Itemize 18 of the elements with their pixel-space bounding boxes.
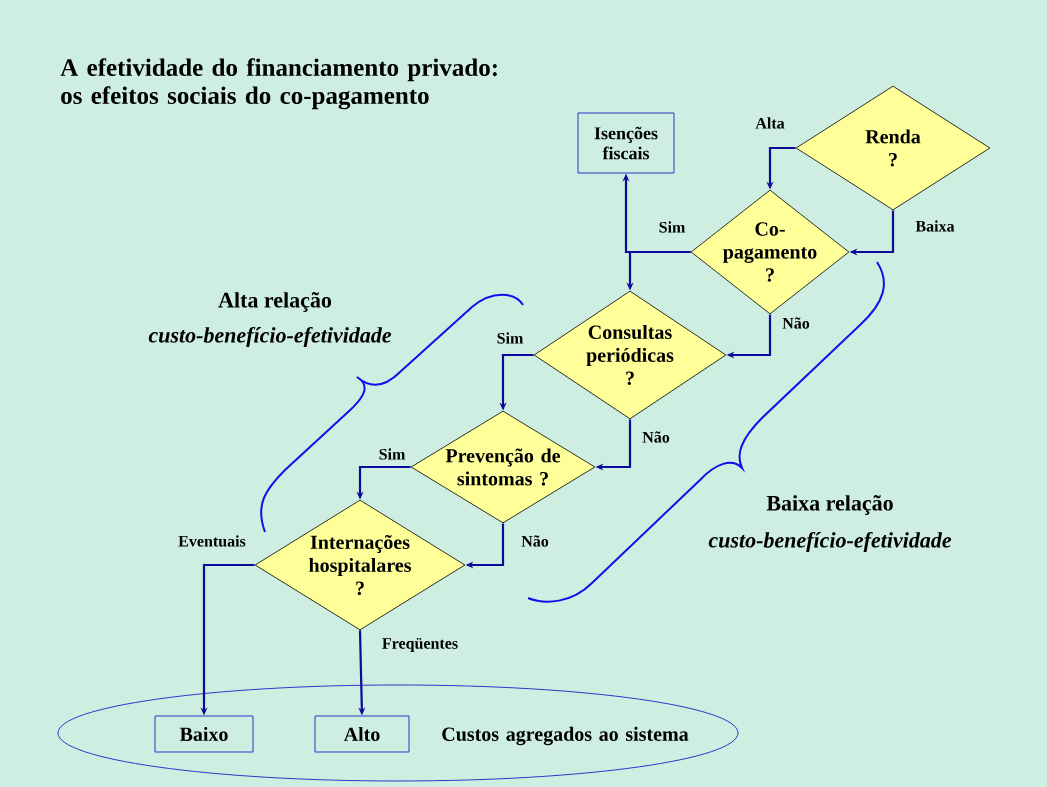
edge-label: Sim xyxy=(379,448,406,460)
result-box: Baixo xyxy=(154,715,254,753)
edge-label: Não xyxy=(521,535,549,547)
edge-label: Alta xyxy=(755,117,785,129)
heading-label: Alta relação xyxy=(218,292,332,312)
edge-label: Eventuais xyxy=(178,535,246,547)
edge-label: Sim xyxy=(659,221,686,233)
edge-label: Freqüentes xyxy=(382,637,458,653)
subheading-label: custo-benefício-efetividade xyxy=(148,326,392,348)
edge-label: Baixa xyxy=(915,220,955,232)
edge-label: Sim xyxy=(497,332,524,344)
edge-label: Não xyxy=(782,317,810,329)
result-box: Alto xyxy=(314,715,410,753)
title: A efetividade do financiamento privado: os efeitos sociais do co-pagamento xyxy=(60,58,497,110)
heading-label: Baixa relação xyxy=(766,495,893,515)
result-box: Isenções fiscais xyxy=(577,112,675,174)
edge-label: Não xyxy=(642,431,670,443)
subheading-label: custo-benefício-efetividade xyxy=(708,531,952,553)
